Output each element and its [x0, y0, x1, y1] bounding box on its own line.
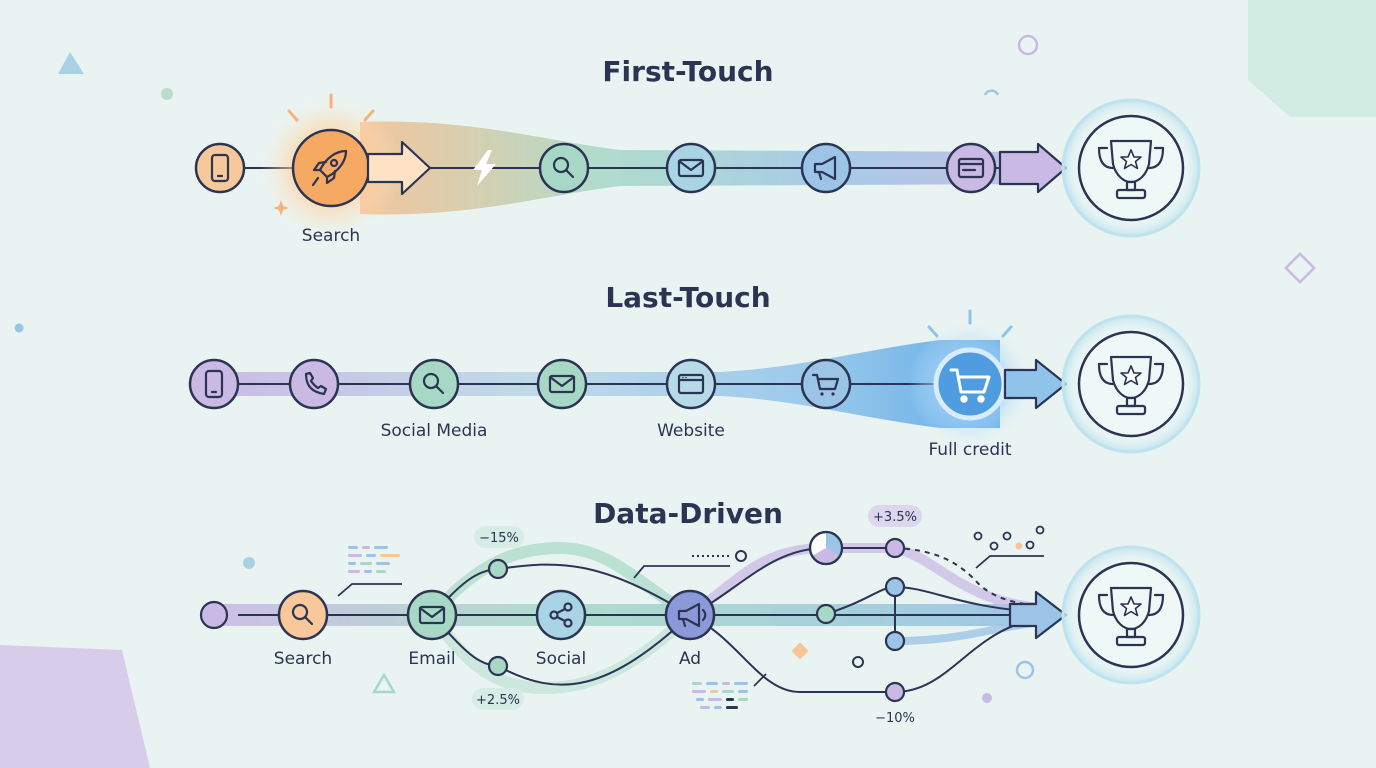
svg-text:−15%: −15% — [479, 531, 519, 546]
mail-icon — [548, 374, 576, 394]
first-touch-section: First-Touch — [194, 55, 1201, 246]
sparkle-icon — [273, 200, 289, 216]
touchpoint-node-ad — [664, 589, 716, 641]
touchpoint-node-search — [277, 589, 329, 641]
corner-shape-decoration — [0, 645, 150, 768]
smartphone-icon — [210, 153, 230, 183]
svg-text:−10%: −10% — [875, 711, 915, 726]
search-icon — [422, 372, 445, 395]
smartphone-icon — [204, 369, 224, 399]
touchpoint-node-cart — [800, 358, 852, 410]
callout-decoration — [337, 546, 402, 597]
mail-icon — [418, 605, 446, 625]
first-touch-credit-arrow — [366, 140, 432, 196]
last-touch-label-full-credit: Full credit — [928, 440, 1011, 460]
browser-icon — [957, 157, 985, 179]
data-driven-waypoints — [487, 537, 906, 703]
credit-change-badge-plus-3-5: +3.5% — [868, 505, 922, 527]
last-touch-section: Last-Touch — [188, 281, 1201, 460]
dot-decoration — [243, 557, 255, 569]
touchpoint-node-start — [199, 600, 229, 630]
data-driven-label-email: Email — [408, 649, 455, 669]
touchpoint-node-search — [408, 358, 460, 410]
data-driven-label-ad: Ad — [679, 649, 701, 669]
pie-chart-node — [808, 530, 844, 566]
callout-decoration — [692, 673, 767, 709]
touchpoint-node-mobile — [194, 142, 246, 194]
last-touch-credit-arrow — [1003, 358, 1068, 410]
last-touch-title: Last-Touch — [605, 281, 770, 314]
touchpoint-node-ad — [800, 142, 852, 194]
credit-change-badge-minus-15: −15% — [474, 526, 524, 548]
touchpoint-node-mobile — [188, 358, 240, 410]
browser-icon — [677, 373, 705, 395]
last-touch-label-social-media: Social Media — [381, 421, 488, 441]
data-driven-label-social: Social — [536, 649, 586, 669]
touchpoint-node-email — [536, 358, 588, 410]
conversion-node-data-driven — [1061, 545, 1201, 685]
rocket-icon — [311, 149, 348, 187]
lightning-icon — [473, 150, 496, 186]
cart-icon — [949, 368, 991, 403]
arc-decoration — [983, 89, 1000, 96]
dot-decoration — [852, 656, 864, 668]
sparkle-rays — [287, 93, 375, 122]
touchpoint-node-phone — [288, 358, 340, 410]
share-icon — [549, 602, 573, 628]
touchpoint-node-email — [665, 142, 717, 194]
first-touch-end-arrow — [998, 142, 1068, 194]
data-driven-label-search: Search — [274, 649, 332, 669]
corner-shape-decoration — [1248, 0, 1376, 117]
diamond-decoration — [791, 642, 809, 660]
megaphone-icon — [813, 155, 837, 181]
trophy-icon — [1097, 586, 1165, 647]
touchpoint-node-search — [538, 142, 590, 194]
data-driven-end-arrow — [1008, 590, 1068, 640]
callout-decoration — [633, 550, 747, 579]
sparkle-rays — [927, 309, 1013, 338]
touchpoint-node-social — [535, 589, 587, 641]
phone-icon — [304, 371, 328, 396]
dot-decoration — [161, 88, 173, 100]
cart-icon — [811, 373, 840, 396]
credit-change-badge-minus-10: −10% — [875, 711, 915, 726]
triangle-decoration — [58, 52, 84, 74]
touchpoint-node-website — [665, 358, 717, 410]
svg-text:+2.5%: +2.5% — [476, 693, 520, 708]
data-driven-title: Data-Driven — [593, 497, 783, 530]
conversion-node-first-touch — [1061, 98, 1201, 238]
ring-decoration — [1017, 34, 1039, 56]
last-touch-label-website: Website — [657, 421, 725, 441]
svg-text:+3.5%: +3.5% — [873, 510, 917, 525]
touchpoint-node-search-first — [291, 128, 371, 208]
diamond-decoration — [1284, 252, 1316, 284]
conversion-node-last-touch — [1061, 314, 1201, 454]
search-icon — [552, 156, 575, 179]
dot-decoration — [982, 693, 992, 703]
credit-change-badge-plus-2-5: +2.5% — [472, 688, 524, 710]
data-driven-section: Data-Driven — [199, 497, 1201, 726]
megaphone-icon — [677, 602, 707, 628]
ring-decoration — [1015, 660, 1035, 680]
mail-icon — [677, 158, 705, 178]
dot-decoration — [14, 323, 24, 333]
trophy-icon — [1097, 139, 1165, 200]
touchpoint-node-website — [945, 142, 997, 194]
search-icon — [291, 603, 314, 626]
trophy-icon — [1097, 355, 1165, 416]
triangle-outline-decoration — [371, 672, 397, 694]
touchpoint-node-purchase-highlight — [933, 347, 1007, 421]
first-touch-label: Search — [302, 226, 360, 246]
touchpoint-node-email — [406, 589, 458, 641]
callout-decoration — [973, 525, 1045, 569]
first-touch-title: First-Touch — [602, 55, 773, 88]
